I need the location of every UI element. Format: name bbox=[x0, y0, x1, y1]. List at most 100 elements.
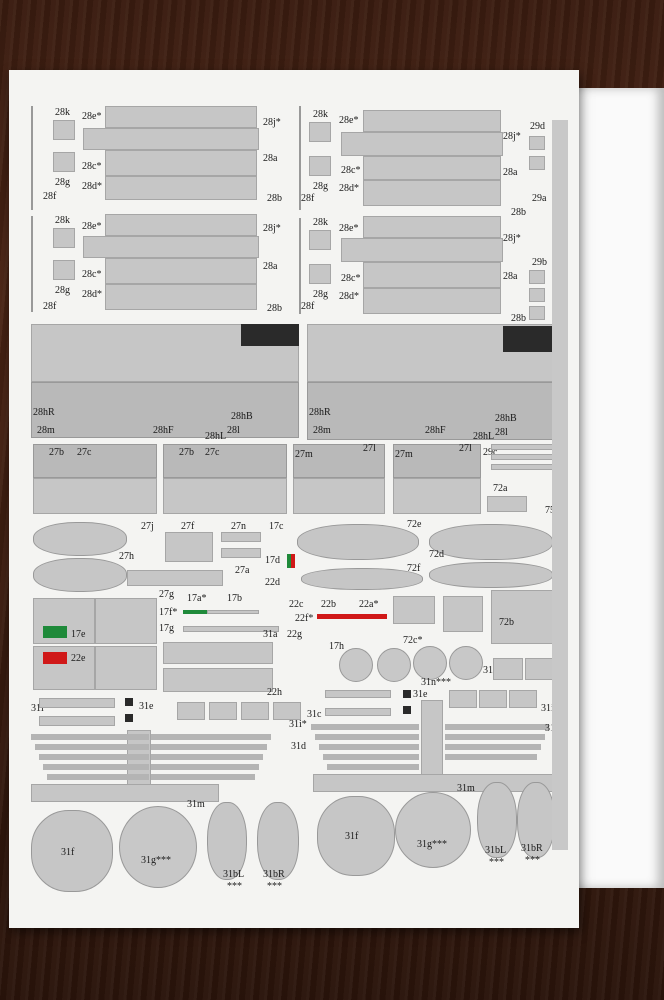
part-31-block bbox=[479, 690, 507, 708]
label-28m: 28m bbox=[37, 425, 55, 436]
label-31i-star: 31i* bbox=[541, 703, 559, 714]
part-31d-fin bbox=[323, 754, 419, 760]
part-31i bbox=[39, 716, 115, 726]
label-75: 75 bbox=[545, 505, 555, 516]
label-28d: 28d* bbox=[339, 291, 359, 302]
part-31d-fin bbox=[35, 744, 149, 750]
label-17b: 17b bbox=[227, 593, 242, 604]
label-28a: 28a bbox=[263, 153, 278, 164]
label-28d: 28d* bbox=[339, 183, 359, 194]
part-28-panel bbox=[83, 128, 259, 150]
part-28-panel bbox=[363, 216, 501, 238]
part-31-disc bbox=[449, 646, 483, 680]
part-31f bbox=[31, 810, 113, 892]
label-29a: 29a bbox=[532, 193, 547, 204]
label-28hB: 28hB bbox=[495, 413, 517, 424]
part-29b bbox=[529, 288, 545, 302]
label-28a: 28a bbox=[503, 271, 518, 282]
part-28-panel bbox=[105, 284, 257, 310]
label-27m: 27m bbox=[395, 449, 413, 460]
part-31g bbox=[395, 792, 471, 868]
part-72-panel bbox=[443, 596, 483, 632]
label-72a: 72a bbox=[493, 483, 508, 494]
part-31a bbox=[163, 668, 273, 692]
part-27h-upper bbox=[33, 522, 127, 556]
part-31-base bbox=[31, 784, 219, 802]
label-28e: 28e* bbox=[82, 111, 102, 122]
part-27f bbox=[165, 532, 213, 562]
label-28j: 28j* bbox=[503, 131, 521, 142]
label-28l: 28l bbox=[495, 427, 508, 438]
part-22e-red-flag bbox=[43, 652, 67, 664]
label-22h: 22h bbox=[267, 687, 282, 698]
part-28h-frame bbox=[307, 382, 553, 440]
part-31d-fin bbox=[445, 754, 537, 760]
part-27-panel bbox=[163, 478, 287, 514]
part-28k bbox=[309, 122, 331, 142]
part-31d-fin bbox=[445, 734, 545, 740]
part-27b-27c bbox=[163, 444, 287, 478]
part-31d-fin bbox=[43, 764, 149, 770]
strip-28f bbox=[31, 106, 33, 210]
label-28c: 28c* bbox=[341, 165, 361, 176]
part-28h-dark-section bbox=[503, 326, 553, 352]
label-17e: 17e bbox=[71, 629, 86, 640]
part-31d-fin bbox=[311, 724, 419, 730]
label-72d: 72d bbox=[429, 549, 444, 560]
part-29d bbox=[529, 156, 545, 170]
label-72c: 72c* bbox=[403, 635, 423, 646]
part-17e-panel bbox=[95, 598, 157, 644]
label-28b: 28b bbox=[511, 313, 526, 324]
label-28g: 28g bbox=[313, 289, 328, 300]
part-28-panel bbox=[363, 262, 501, 288]
part-17d-green bbox=[287, 554, 291, 568]
part-28k bbox=[53, 228, 75, 248]
strip-28f bbox=[299, 106, 301, 210]
label-22g: 22g bbox=[287, 629, 302, 640]
label-27l: 27l bbox=[459, 443, 472, 454]
part-28-panel bbox=[363, 180, 501, 206]
part-22f-red bbox=[317, 614, 387, 619]
part-27-panel bbox=[33, 478, 157, 514]
part-29d bbox=[529, 136, 545, 150]
part-29c-strip bbox=[491, 444, 553, 450]
label-27l: 27l bbox=[363, 443, 376, 454]
part-28-panel bbox=[105, 258, 257, 284]
part-31-block bbox=[273, 702, 301, 720]
part-31i bbox=[39, 698, 115, 708]
part-31d-fin bbox=[319, 744, 419, 750]
label-22d: 22d bbox=[265, 577, 280, 588]
label-29d: 29d bbox=[530, 121, 545, 132]
label-27a: 27a bbox=[235, 565, 250, 576]
part-29b bbox=[529, 270, 545, 284]
part-31bR bbox=[257, 802, 299, 880]
part-28-panel bbox=[341, 238, 503, 262]
label-31a: 31a bbox=[263, 629, 278, 640]
label-28e: 28e* bbox=[82, 221, 102, 232]
label-28b: 28b bbox=[267, 303, 282, 314]
part-28-panel bbox=[341, 132, 503, 156]
label-stars: *** bbox=[267, 881, 282, 892]
label-31bL: 31bL bbox=[223, 869, 245, 880]
label-22a: 22a* bbox=[359, 599, 379, 610]
label-17d: 17d bbox=[265, 555, 280, 566]
label-17f: 17f* bbox=[159, 607, 178, 618]
label-31e: 31e bbox=[139, 701, 154, 712]
label-28k: 28k bbox=[313, 109, 328, 120]
part-28c bbox=[53, 152, 75, 172]
label-29c: 29c bbox=[483, 447, 498, 458]
part-17d-red bbox=[291, 554, 295, 568]
part-31a bbox=[163, 642, 273, 664]
label-22e: 22e bbox=[71, 653, 86, 664]
label-31bR: 31bR bbox=[263, 869, 285, 880]
part-17f-stripe bbox=[207, 610, 259, 614]
label-28b: 28b bbox=[267, 193, 282, 204]
label-28d: 28d* bbox=[82, 289, 102, 300]
label-22f: 22f* bbox=[295, 613, 314, 624]
part-31e-marker bbox=[403, 690, 411, 698]
part-28-panel bbox=[363, 110, 501, 132]
part-27m-27l bbox=[393, 444, 481, 478]
label-27g: 27g bbox=[159, 589, 174, 600]
label-31bR: 31bR bbox=[521, 843, 543, 854]
part-31-base bbox=[313, 774, 553, 792]
